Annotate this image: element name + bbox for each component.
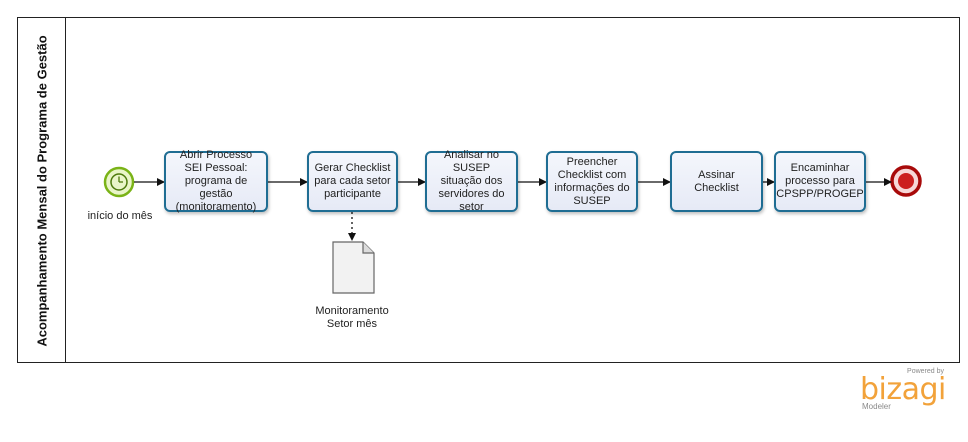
task-gerar-checklist[interactable]: Gerar Checklist para cada setor particip… — [307, 151, 398, 212]
start-event-label: início do mês — [87, 210, 153, 222]
timer-icon — [110, 173, 128, 191]
start-event[interactable] — [103, 166, 135, 198]
logo-powered-text: Powered by — [907, 368, 944, 375]
bizagi-logo: Powered by bizagi Modeler — [860, 368, 950, 412]
data-object-label: Monitoramento Setor mês — [315, 305, 389, 330]
data-object[interactable] — [332, 241, 375, 294]
task-analisar-susep[interactable]: Analisar no SUSEP situação dos servidore… — [425, 149, 518, 213]
end-event[interactable] — [890, 165, 922, 197]
task-encaminhar-processo[interactable]: Encaminhar processo para CPSPP/PROGEP — [774, 151, 866, 212]
task-abrir-processo[interactable]: Abrir Processo SEI Pessoal: programa de … — [164, 149, 268, 213]
pool: Acompanhamento Mensal do Programa de Ges… — [17, 17, 960, 363]
logo-product: Modeler — [862, 402, 891, 411]
task-preencher-checklist[interactable]: Preencher Checklist com informações do S… — [546, 151, 638, 212]
end-event-icon — [898, 173, 914, 189]
logo-wordmark: bizagi — [860, 372, 946, 407]
task-assinar-checklist[interactable]: Assinar Checklist — [670, 151, 763, 212]
document-icon — [332, 241, 375, 294]
lane-header: Acompanhamento Mensal do Programa de Ges… — [18, 18, 66, 362]
